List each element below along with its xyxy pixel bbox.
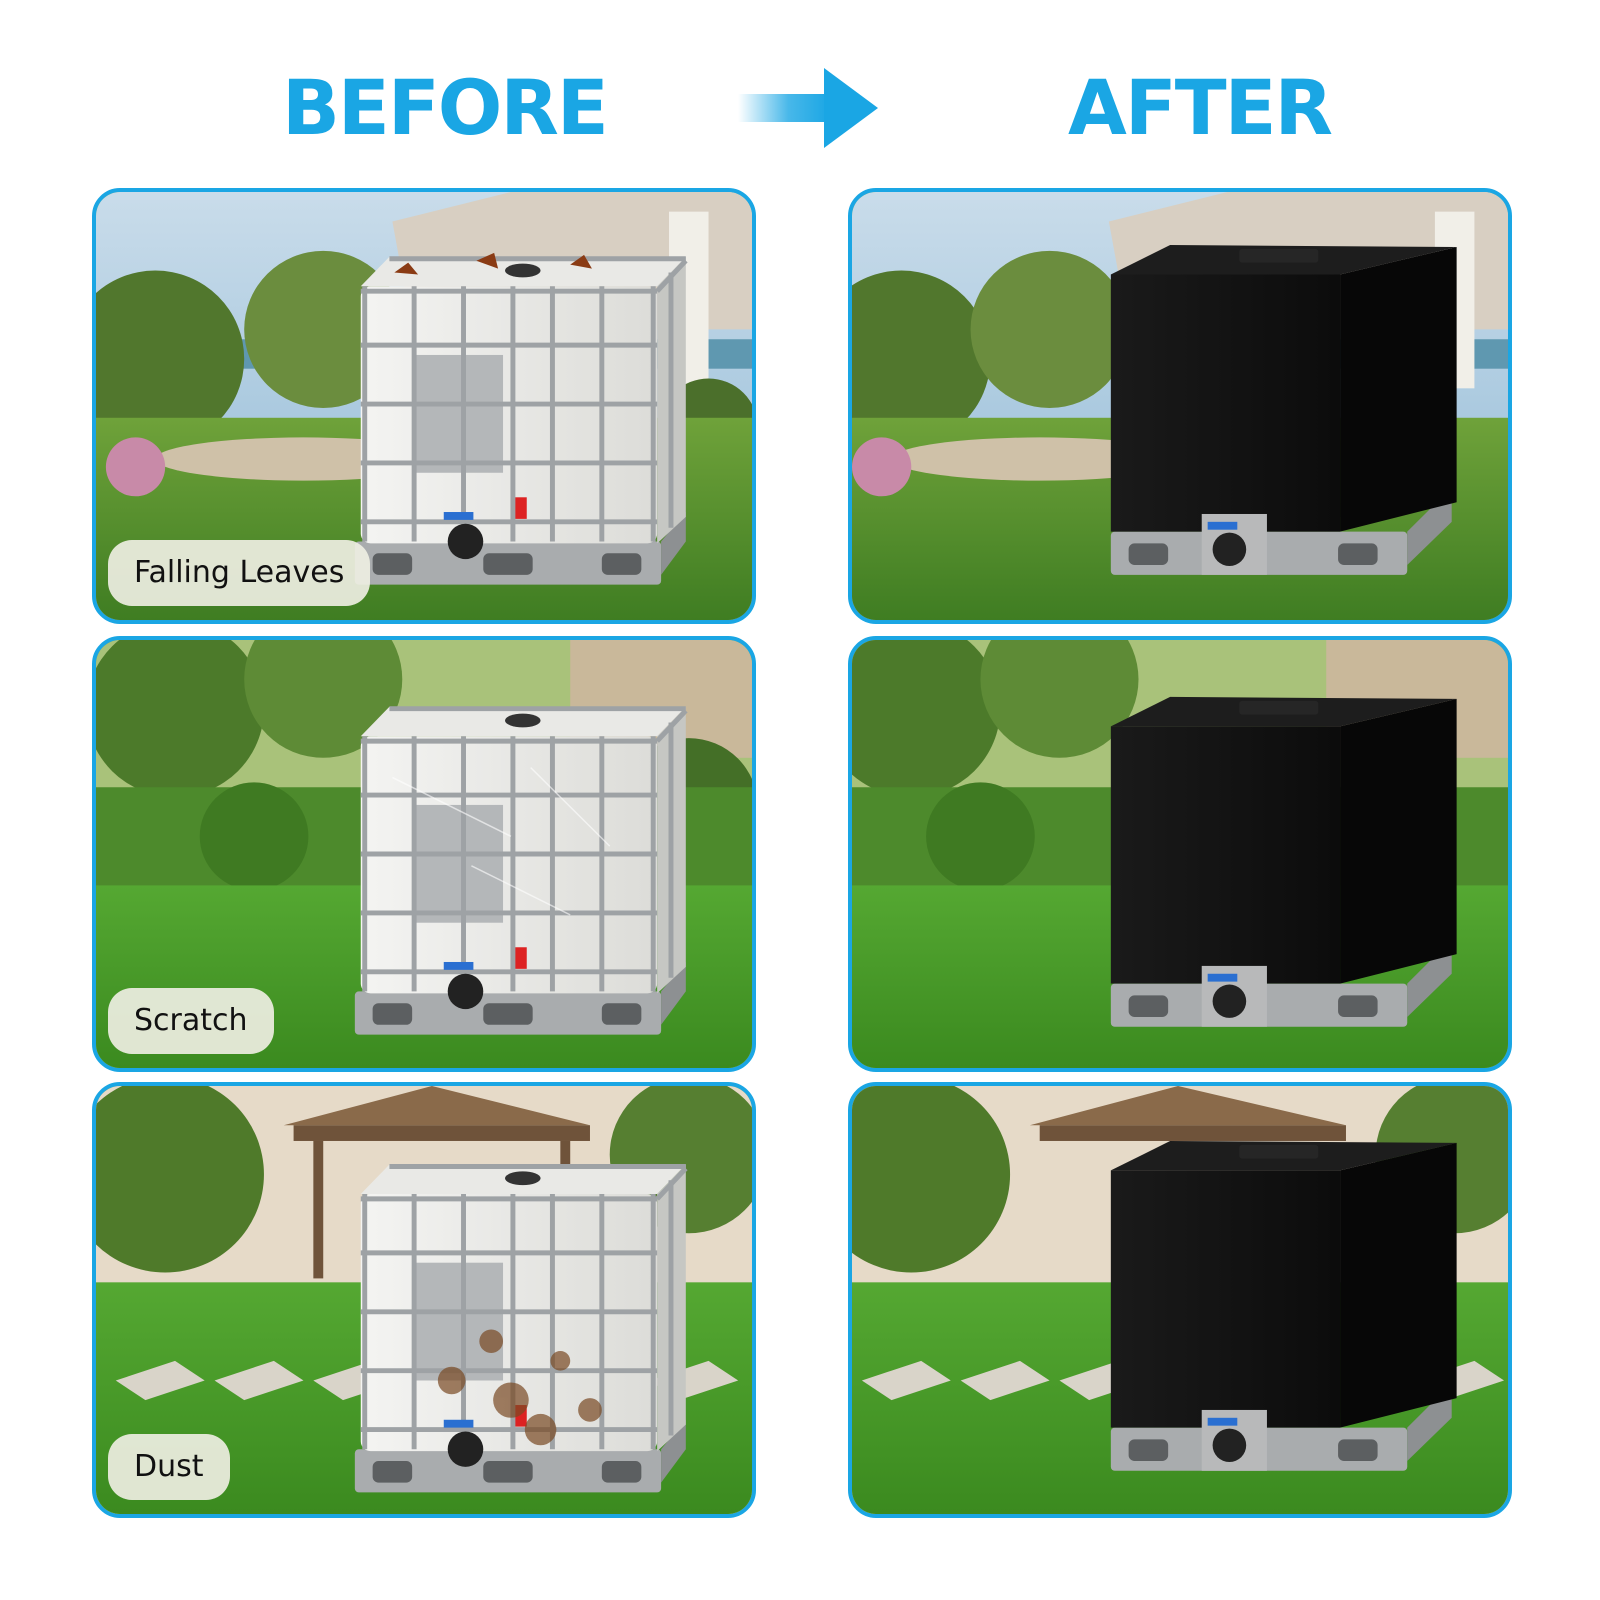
covered-tank-image-1 [852,192,1508,620]
before-heading: BEFORE [282,63,609,152]
right-arrow-icon [738,68,878,148]
before-panel-dust: Dust [92,1082,756,1518]
scratch-label: Scratch [108,988,274,1054]
after-heading: AFTER [1068,63,1333,152]
dust-label: Dust [108,1434,230,1500]
after-panel-3 [848,1082,1512,1518]
covered-tank-image-2 [852,640,1508,1068]
after-panel-2 [848,636,1512,1072]
before-panel-scratch: Scratch [92,636,756,1072]
covered-tank-image-3 [852,1086,1508,1514]
before-panel-falling-leaves: Falling Leaves [92,188,756,624]
falling-leaves-label: Falling Leaves [108,540,371,606]
after-panel-1 [848,188,1512,624]
